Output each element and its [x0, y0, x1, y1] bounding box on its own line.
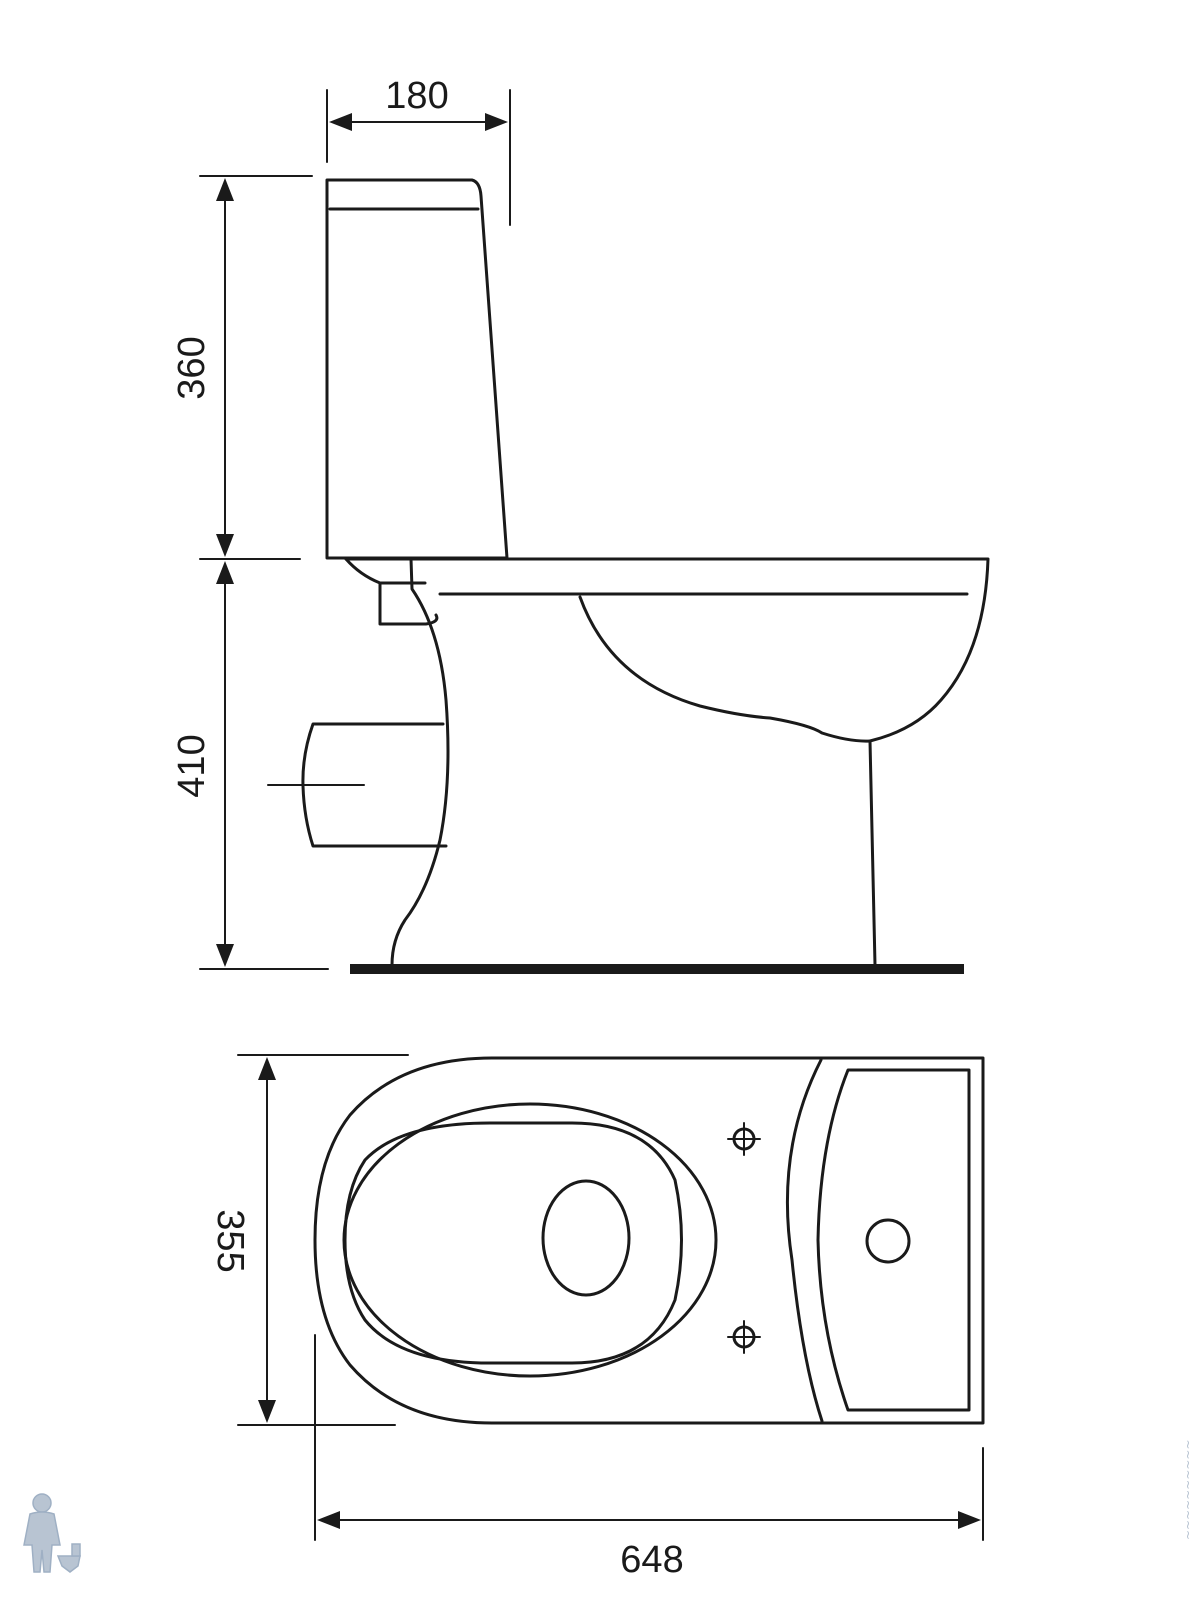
bowl-inner-curve — [578, 595, 872, 743]
dim-tank-height: 360 — [171, 175, 313, 560]
bowl-rim — [342, 1102, 718, 1378]
dim-total-length: 648 — [314, 1334, 984, 1581]
bowl-outline — [344, 557, 990, 967]
flush-button-hole — [865, 1218, 911, 1264]
drain-hole — [541, 1179, 631, 1297]
dim-total-length-label: 648 — [620, 1539, 683, 1581]
dim-bowl-height: 410 — [171, 561, 329, 970]
watermark-vertical-text: ~~~~~~~~~~ — [1181, 1439, 1195, 1540]
dim-top-width-label: 355 — [209, 1209, 251, 1272]
dim-tank-width: 180 — [326, 75, 511, 226]
dim-top-width: 355 — [209, 1054, 409, 1426]
seat-outline — [343, 1121, 683, 1365]
side-view: 180 360 410 — [171, 75, 990, 974]
tank-outline — [325, 178, 509, 560]
plumber-logo-icon — [23, 1493, 81, 1573]
fixing-hole-top — [727, 1122, 761, 1156]
fixing-hole-bottom — [727, 1320, 761, 1354]
top-outer-outline — [313, 1056, 985, 1425]
tank-connector — [344, 557, 439, 626]
tank-top-outline — [785, 1058, 824, 1423]
dim-tank-width-label: 180 — [385, 75, 448, 117]
dim-tank-height-label: 360 — [171, 336, 213, 399]
top-view: 355 648 — [209, 1054, 985, 1581]
tank-top-inner — [816, 1068, 971, 1412]
dim-bowl-height-label: 410 — [171, 734, 213, 797]
